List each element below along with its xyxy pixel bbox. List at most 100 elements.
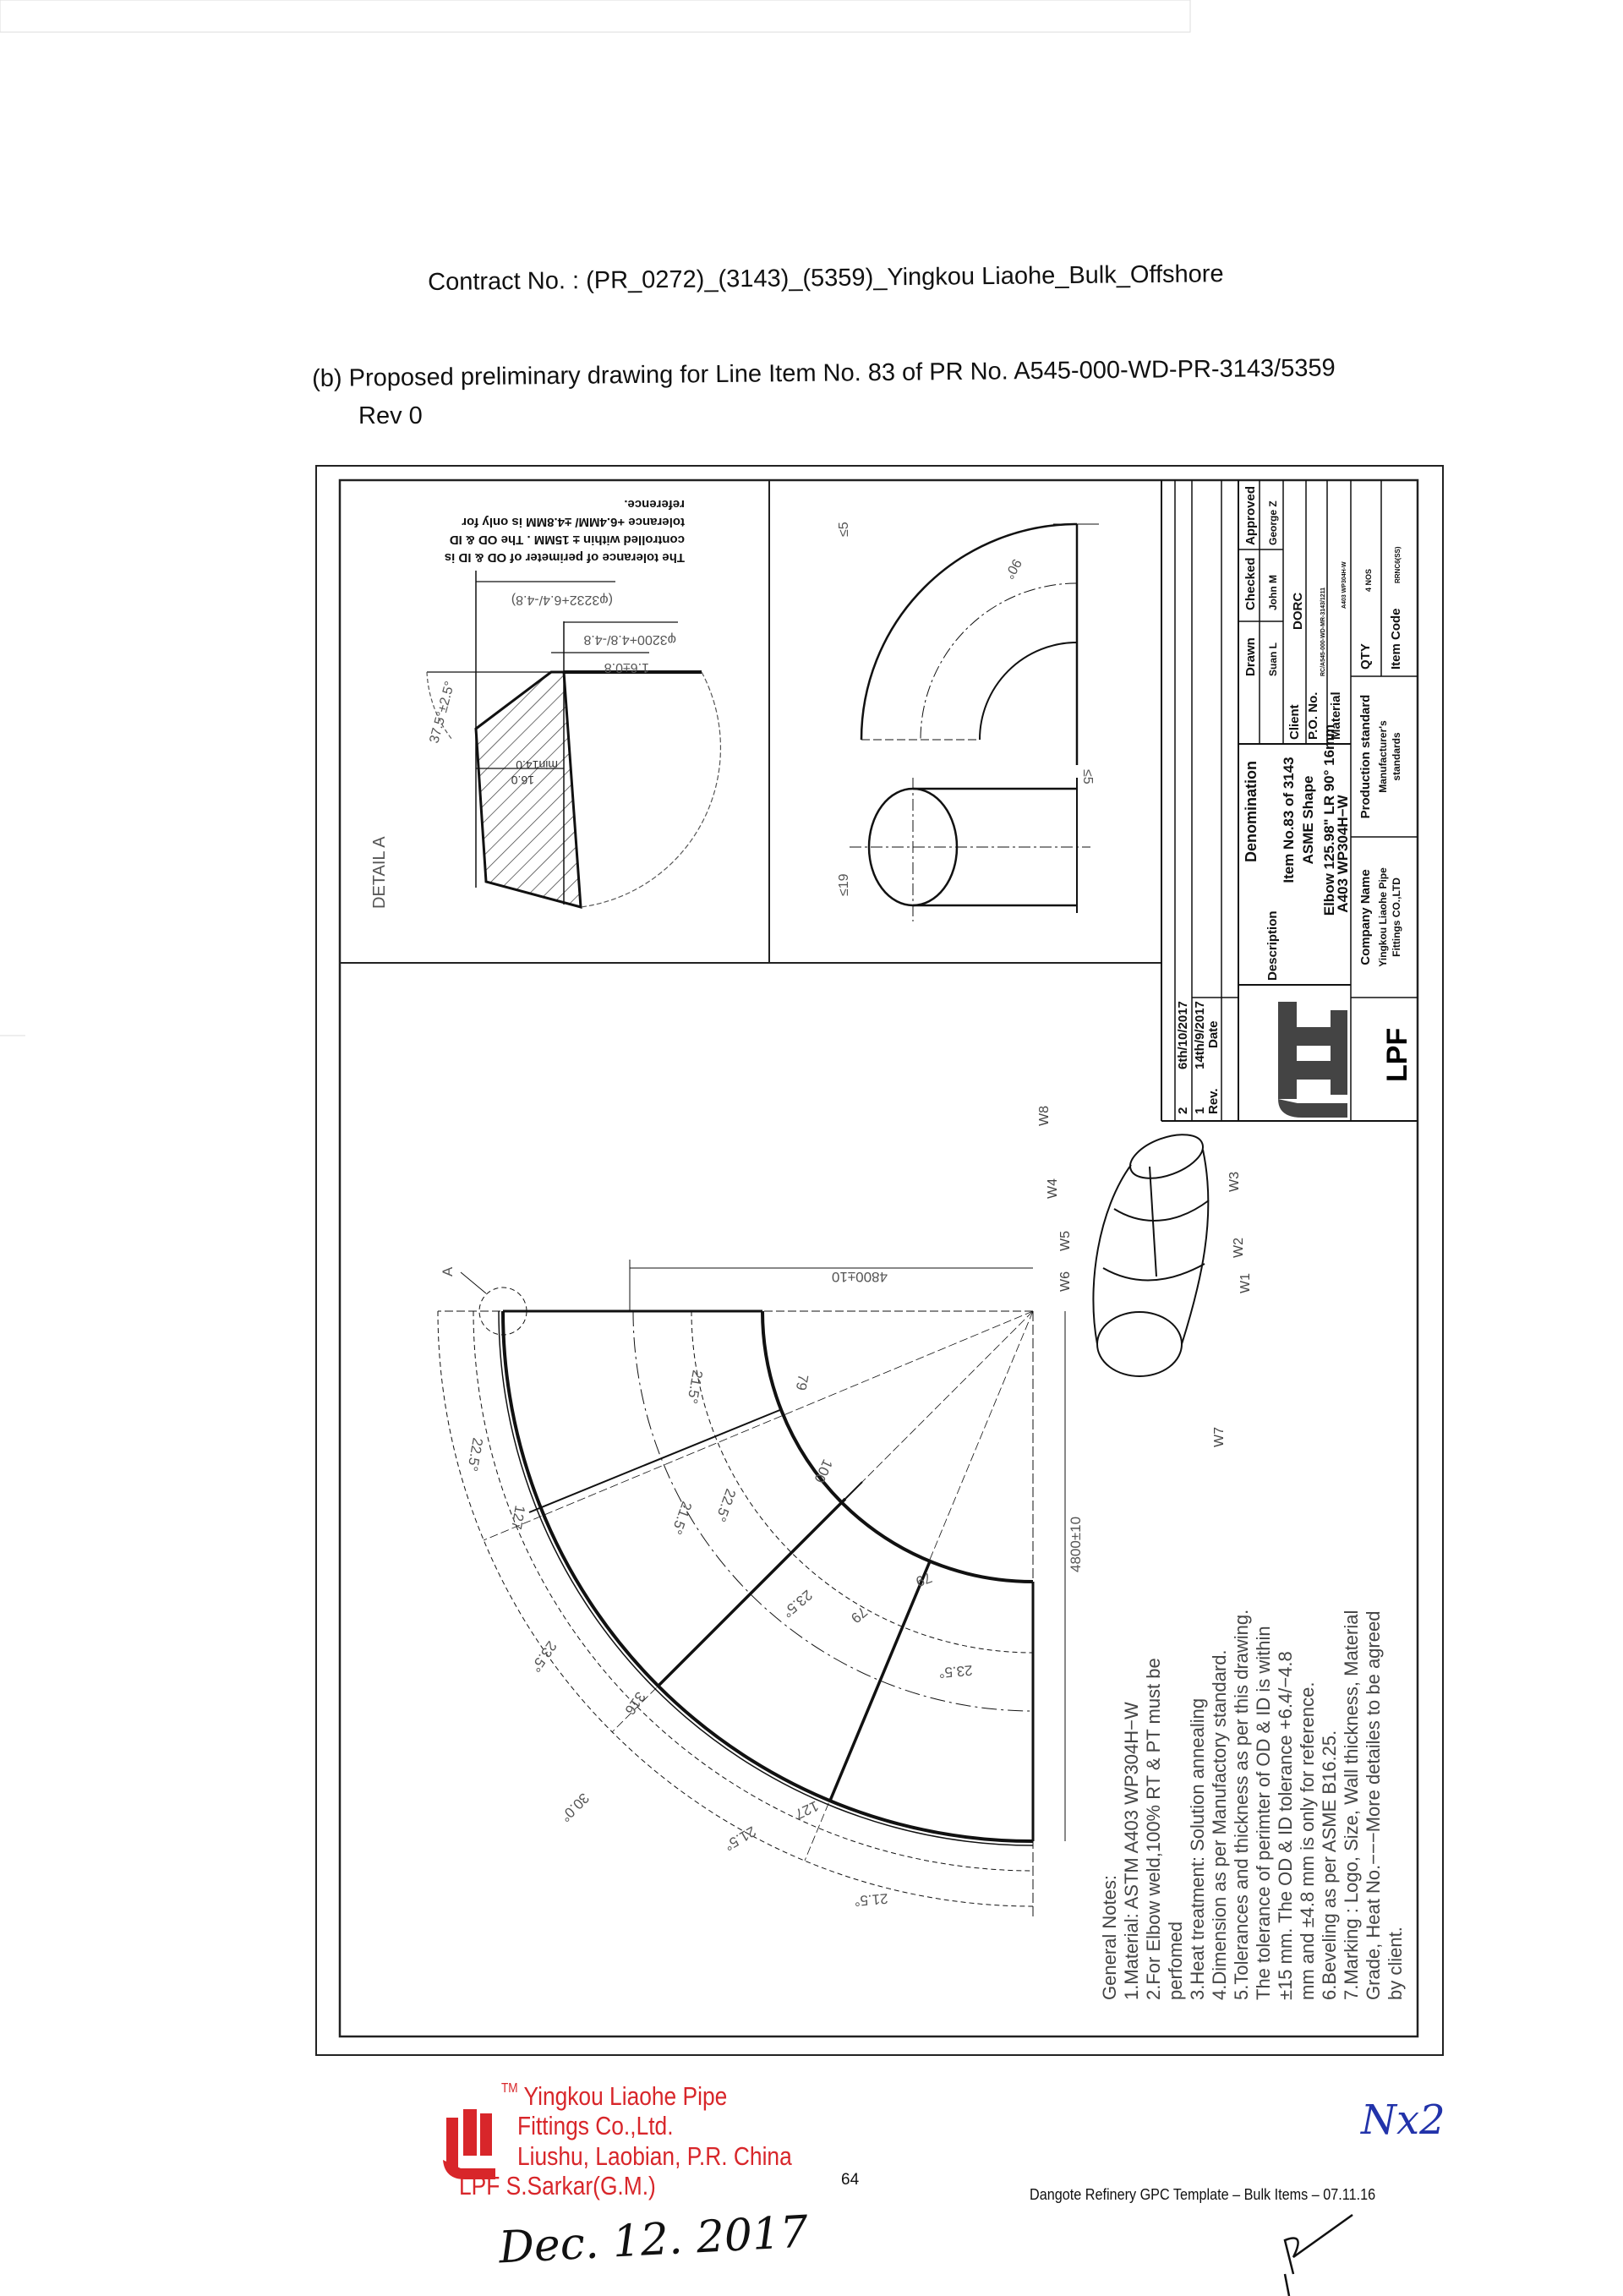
approved-label: Approved [1243,486,1258,545]
inner-dim-1: 100 [811,1457,835,1485]
production-label: Production standard [1358,695,1373,819]
title-block [1161,480,1418,1122]
rev-2-date: 6th/10/2017 [1176,1001,1190,1069]
material-value: A403 WP304H-W [1342,561,1347,609]
seg-dim-4: 23.5° [779,1587,816,1621]
description-line-1: Item No.83 of 3143 [1281,757,1297,883]
dim-angle: 37.5°±2.5° [427,680,457,745]
note-line: perfomed [1165,1922,1186,2000]
drawn-by: Suan L [1267,642,1279,676]
checked-by: John M [1267,575,1279,610]
main-view-labels: A 4800±10 4800±10 21.5° 22.5° 22.5° 23.5… [440,1266,1084,1909]
note-line: 1.Material: ASTM A403 WP304H−W [1121,1702,1142,2000]
production-line-1: Manufacturer's [1377,720,1389,793]
drawn-label: Drawn [1243,637,1258,676]
client-value: DORC [1291,593,1305,630]
tolerance-note: The tolerance of perimeter of OD & ID is… [445,497,685,565]
qty-value: 4 NOS [1364,569,1373,592]
client-label: Client [1287,704,1302,740]
item-code-label: Item Code [1389,608,1403,670]
detail-a-section [426,571,722,909]
detail-a-label: DETAIL A [370,836,389,909]
weld-dim-2: 316 [621,1689,648,1718]
dim-thk: 16.0 [511,774,534,787]
side-dim-end: ≤5 [1080,769,1095,784]
weld-w2: W2 [1232,1238,1246,1258]
seg-dim-9: 21.5° [854,1890,888,1909]
stamp-signatory: S.Sarkar(G.M.) [505,2171,656,2200]
inner-dim-3: 79 [914,1569,934,1589]
note-line: 6.Beveling as per ASME B16.25. [1319,1730,1340,2000]
seg-dim-5: 21.5° [669,1500,695,1537]
rev-1-number: 1 [1193,1107,1207,1114]
item-code-value: RRNC6(SS) [1394,546,1402,583]
company-label: Company Name [1358,869,1373,965]
note-line: 4.Dimension as per Manufactory standard. [1209,1649,1230,2000]
note-line: Grade, Heat No.−−−More detailes to be ag… [1363,1611,1384,2000]
company-line-1: Yingkou Liaohe Pipe [1377,867,1389,967]
note-line: 2.For Elbow weld,100% RT & PT must be [1143,1658,1164,2000]
revision-label: Rev 0 [358,402,423,429]
weld-w1: W1 [1238,1273,1253,1293]
stamp-logo [443,2109,495,2179]
checked-label: Checked [1243,557,1258,610]
dim-root: 1.6±0.8 [604,660,649,675]
denomination-header: Denomination [1243,761,1260,862]
logo-lpf: LPF [1381,1028,1413,1082]
note-line: mm and ±4.8 mm is only for reference. [1297,1682,1318,2000]
po-value: RC/A545-000-WD-MR-3143/1211 [1320,588,1326,676]
general-notes: General Notes: 1.Material: ASTM A403 WP3… [1099,1610,1406,2000]
iso-elbow-view [1092,1134,1210,1377]
approved-by: George Z [1267,500,1279,545]
footer-template: Dangote Refinery GPC Template – Bulk Ite… [1030,2186,1376,2203]
dim-top: 4800±10 [832,1269,888,1285]
side-dim-top: ≤5 [837,522,851,537]
seg-dim-6: 30.0° [557,1790,593,1825]
weld-w4: W4 [1046,1178,1060,1199]
material-label: Material [1329,692,1343,740]
stamp-tm: TM [501,2081,518,2096]
stamp-line-4: LPF S.Sarkar(G.M.) [459,2171,656,2201]
inner-dim-4: 79 [848,1604,871,1626]
drawing-frame [315,465,1444,2056]
description-line-2: ASME Shape [1300,776,1316,865]
dim-side: 4800±10 [1068,1517,1084,1572]
detail-a: DETAIL A (φ3232+6.4/-4.8) φ3200+4.8/-4.8… [370,497,722,909]
seg-dim-1: 21.5° [684,1369,706,1405]
stamp-line-2: Fittings Co.,Ltd. [517,2111,674,2140]
date-header: Date [1206,1020,1221,1048]
description-line-4: A403 WP304H−W [1335,794,1351,912]
side-view [850,522,1099,921]
note-line: by client. [1385,1927,1406,2000]
note-line: General Notes: [1099,1875,1120,2000]
weld-labels: W1 W2 W3 W4 W5 W6 W7 W8 [1037,1106,1253,1447]
main-elbow-view [437,1260,1066,1919]
weld-w6: W6 [1058,1271,1073,1292]
dim-min: min14.0 [516,758,558,772]
company-line-2: Fittings CO.,LTD [1391,877,1402,957]
tolerance-note-line-1: The tolerance of perimeter of OD & ID is [445,550,685,565]
weld-w7: W7 [1212,1427,1227,1447]
seg-dim-10: 23.5° [938,1662,973,1681]
rev-1-date: 14th/9/2017 [1193,1001,1207,1069]
dim-od: (φ3232+6.4/-4.8) [511,593,613,607]
weld-w5: W5 [1058,1231,1073,1251]
tolerance-note-line-4: reference. [624,497,685,511]
description-line-3: Elbow 125.98" LR 90° 16mm [1321,724,1337,916]
note-line: 3.Heat treatment: Solution annealing [1187,1698,1208,2000]
seg-dim-2: 22.5° [464,1436,486,1473]
note-line: ±15 mm. The OD & ID tolerance +6.4/−4.8 [1275,1651,1296,2000]
handwritten-initials: Nx2 [1361,2096,1445,2144]
production-line-2: standards [1391,732,1402,781]
dim-id: φ3200+4.8/-4.8 [583,632,676,647]
seg-dim-7: 23.5° [527,1638,560,1676]
stamp-line-1: TM Yingkou Liaohe Pipe [501,2081,727,2112]
weld-dim-1: 127 [508,1504,528,1530]
page-number: 64 [841,2171,860,2189]
rev-header: Rev. [1206,1088,1221,1114]
note-line: The tolerance of perimter of OD & ID is … [1253,1626,1274,2000]
signature [1283,2213,1353,2296]
tolerance-note-line-3: tolerance +6.4MM/ ±4.8MM is only for [462,515,685,529]
inner-dim-2: 79 [793,1373,812,1391]
